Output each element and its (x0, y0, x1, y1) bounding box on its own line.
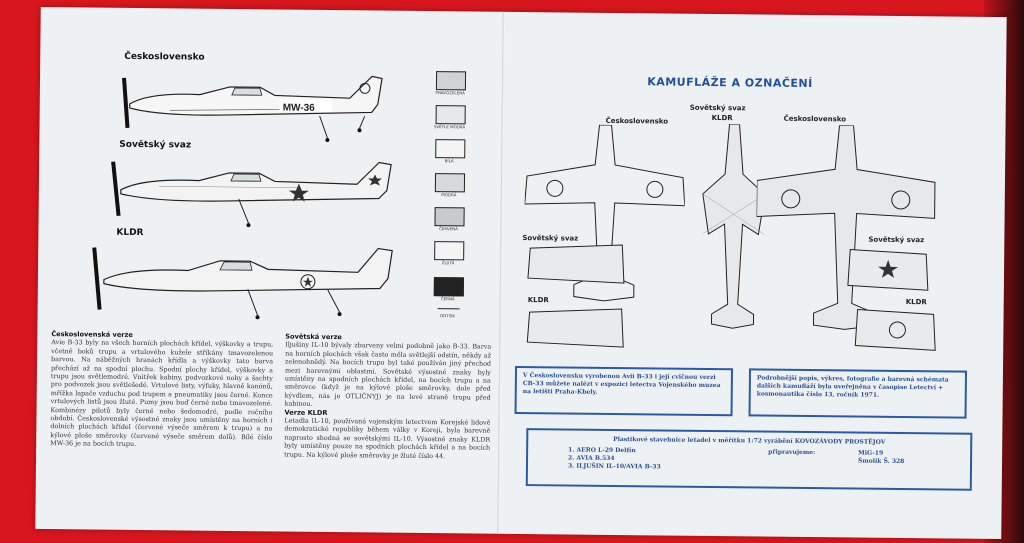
page-fold (497, 11, 505, 534)
label-kldr-top: KLDR (711, 113, 733, 123)
plane-code: MW-36 (283, 102, 316, 113)
legend-label: ČERNÁ (440, 296, 455, 302)
side-view-su (111, 161, 392, 228)
panel-kldr-right (854, 308, 936, 351)
swatch-blue (434, 173, 466, 193)
swatch-red (434, 207, 465, 227)
label-su-top: Sovětský svaz (689, 103, 746, 113)
side-view-kldr (92, 247, 393, 320)
label-cs-right: Československo (783, 114, 847, 124)
page-title: KAMUFLÁŽE A OZNAČENÍ (647, 75, 813, 91)
body-su-version: Iljušiny IL-10 bývaly zbarveny velmi pod… (284, 340, 492, 409)
panel-su-right (847, 248, 929, 291)
swatch-yellow (434, 241, 465, 261)
swatch-white (435, 139, 466, 159)
swatch-light-blue (435, 105, 466, 125)
top-view-cs (524, 124, 686, 302)
kits-line: Plastikové stavebnice letadel v měřítku … (613, 435, 886, 446)
side-view-cs: MW-36 (122, 75, 383, 142)
info-box-kits: Plastikové stavebnice letadel v měřítku … (525, 428, 973, 491)
kits-list: 1. AERO L-29 Delfín 2. AVIA B.534 3. ILJ… (568, 447, 661, 472)
legend-label: SVĚTLE MODRÁ (433, 124, 466, 130)
panel-su-left (527, 244, 625, 284)
info-box-magazine: Podrobnější popis, výkres, fotografie a … (748, 368, 968, 419)
decal-arrow-icon (437, 308, 460, 310)
legend-label: BÍLÁ (444, 158, 454, 164)
prep-label: připravujeme: (768, 448, 816, 457)
legend-label: ČERVENÁ (438, 226, 458, 232)
prep-item: Šmolík Š. 328 (858, 457, 905, 466)
text-column-1: Československá verze Avie B-33 byly na v… (50, 330, 273, 450)
legend-label: TMAVOZELENÁ (434, 90, 465, 96)
legend-label: ODTISK (440, 313, 456, 319)
legend-label: ŽLUTÁ (441, 260, 455, 266)
label-cs: Československo (124, 51, 205, 63)
text-column-2: Sovětská verze Iljušiny IL-10 bývaly zba… (284, 333, 491, 461)
kit-item: 3. ILJUŠIN IL-10/AVIA B-33 (567, 462, 661, 471)
body-cs-version: Avie B-33 byly na všech horních plochách… (50, 338, 274, 449)
swatch-black (433, 277, 464, 297)
legend-label: MODRÁ (441, 192, 457, 198)
info-box-museum: V Československu vyrobenou Avii B-33 i j… (514, 365, 734, 417)
swatch-dark-green (435, 71, 467, 91)
panel-kldr-left (526, 308, 624, 348)
prep-list: MiG-19 Šmolík Š. 328 (858, 450, 904, 466)
body-kldr-version: Letadla IL-10, používaná vojenským letec… (284, 416, 491, 460)
instruction-sheet: Československo MW-36 Sovětský svaz KLDR … (35, 6, 1007, 540)
